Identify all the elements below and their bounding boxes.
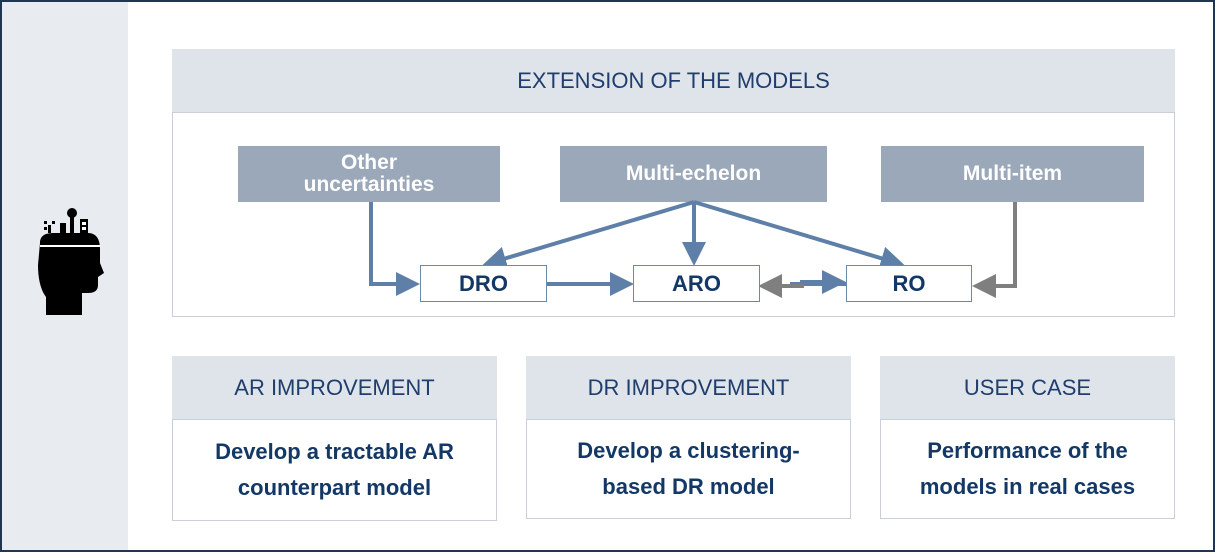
head-with-tools-icon [38,208,104,315]
node-dro-label: DRO [459,270,508,296]
section-dr-title: DR IMPROVEMENT [587,374,790,400]
source-other-uncertainties-label: Other uncertainties [303,151,435,196]
node-dro: DRO [420,265,547,302]
section-user-body: Performance of the models in real cases [880,419,1175,519]
extension-banner: EXTENSION OF THE MODELS [172,49,1175,112]
extension-title: EXTENSION OF THE MODELS [517,67,830,93]
section-ar-body: Develop a tractable AR counterpart model [172,419,497,521]
section-ar-title: AR IMPROVEMENT [234,374,435,400]
node-ro: RO [846,265,972,302]
section-user-text: Performance of the models in real cases [919,438,1136,499]
section-user-title: USER CASE [963,374,1092,400]
arrow-echelon-to-ro [693,200,905,270]
section-dr-body: Develop a clustering- based DR model [526,419,851,519]
section-user-banner: USER CASE [880,356,1175,419]
source-multi-echelon: Multi-echelon [560,146,827,202]
section-ar-text: Develop a tractable AR counterpart model [215,439,454,500]
node-aro-label: ARO [672,270,721,296]
arrow-echelon-to-dro [482,200,695,270]
source-multi-item-label: Multi-item [962,162,1063,185]
node-aro: ARO [633,265,760,302]
section-dr-banner: DR IMPROVEMENT [526,356,851,419]
arrow-item-to-ro [972,202,1017,298]
source-other-uncertainties: Other uncertainties [238,146,500,202]
arrow-uncertainties-to-dro [369,202,420,296]
source-multi-item: Multi-item [881,146,1144,202]
section-dr-text: Develop a clustering- based DR model [577,438,800,499]
section-ar-banner: AR IMPROVEMENT [172,356,497,419]
node-ro-label: RO [892,270,926,296]
source-multi-echelon-label: Multi-echelon [625,162,762,185]
